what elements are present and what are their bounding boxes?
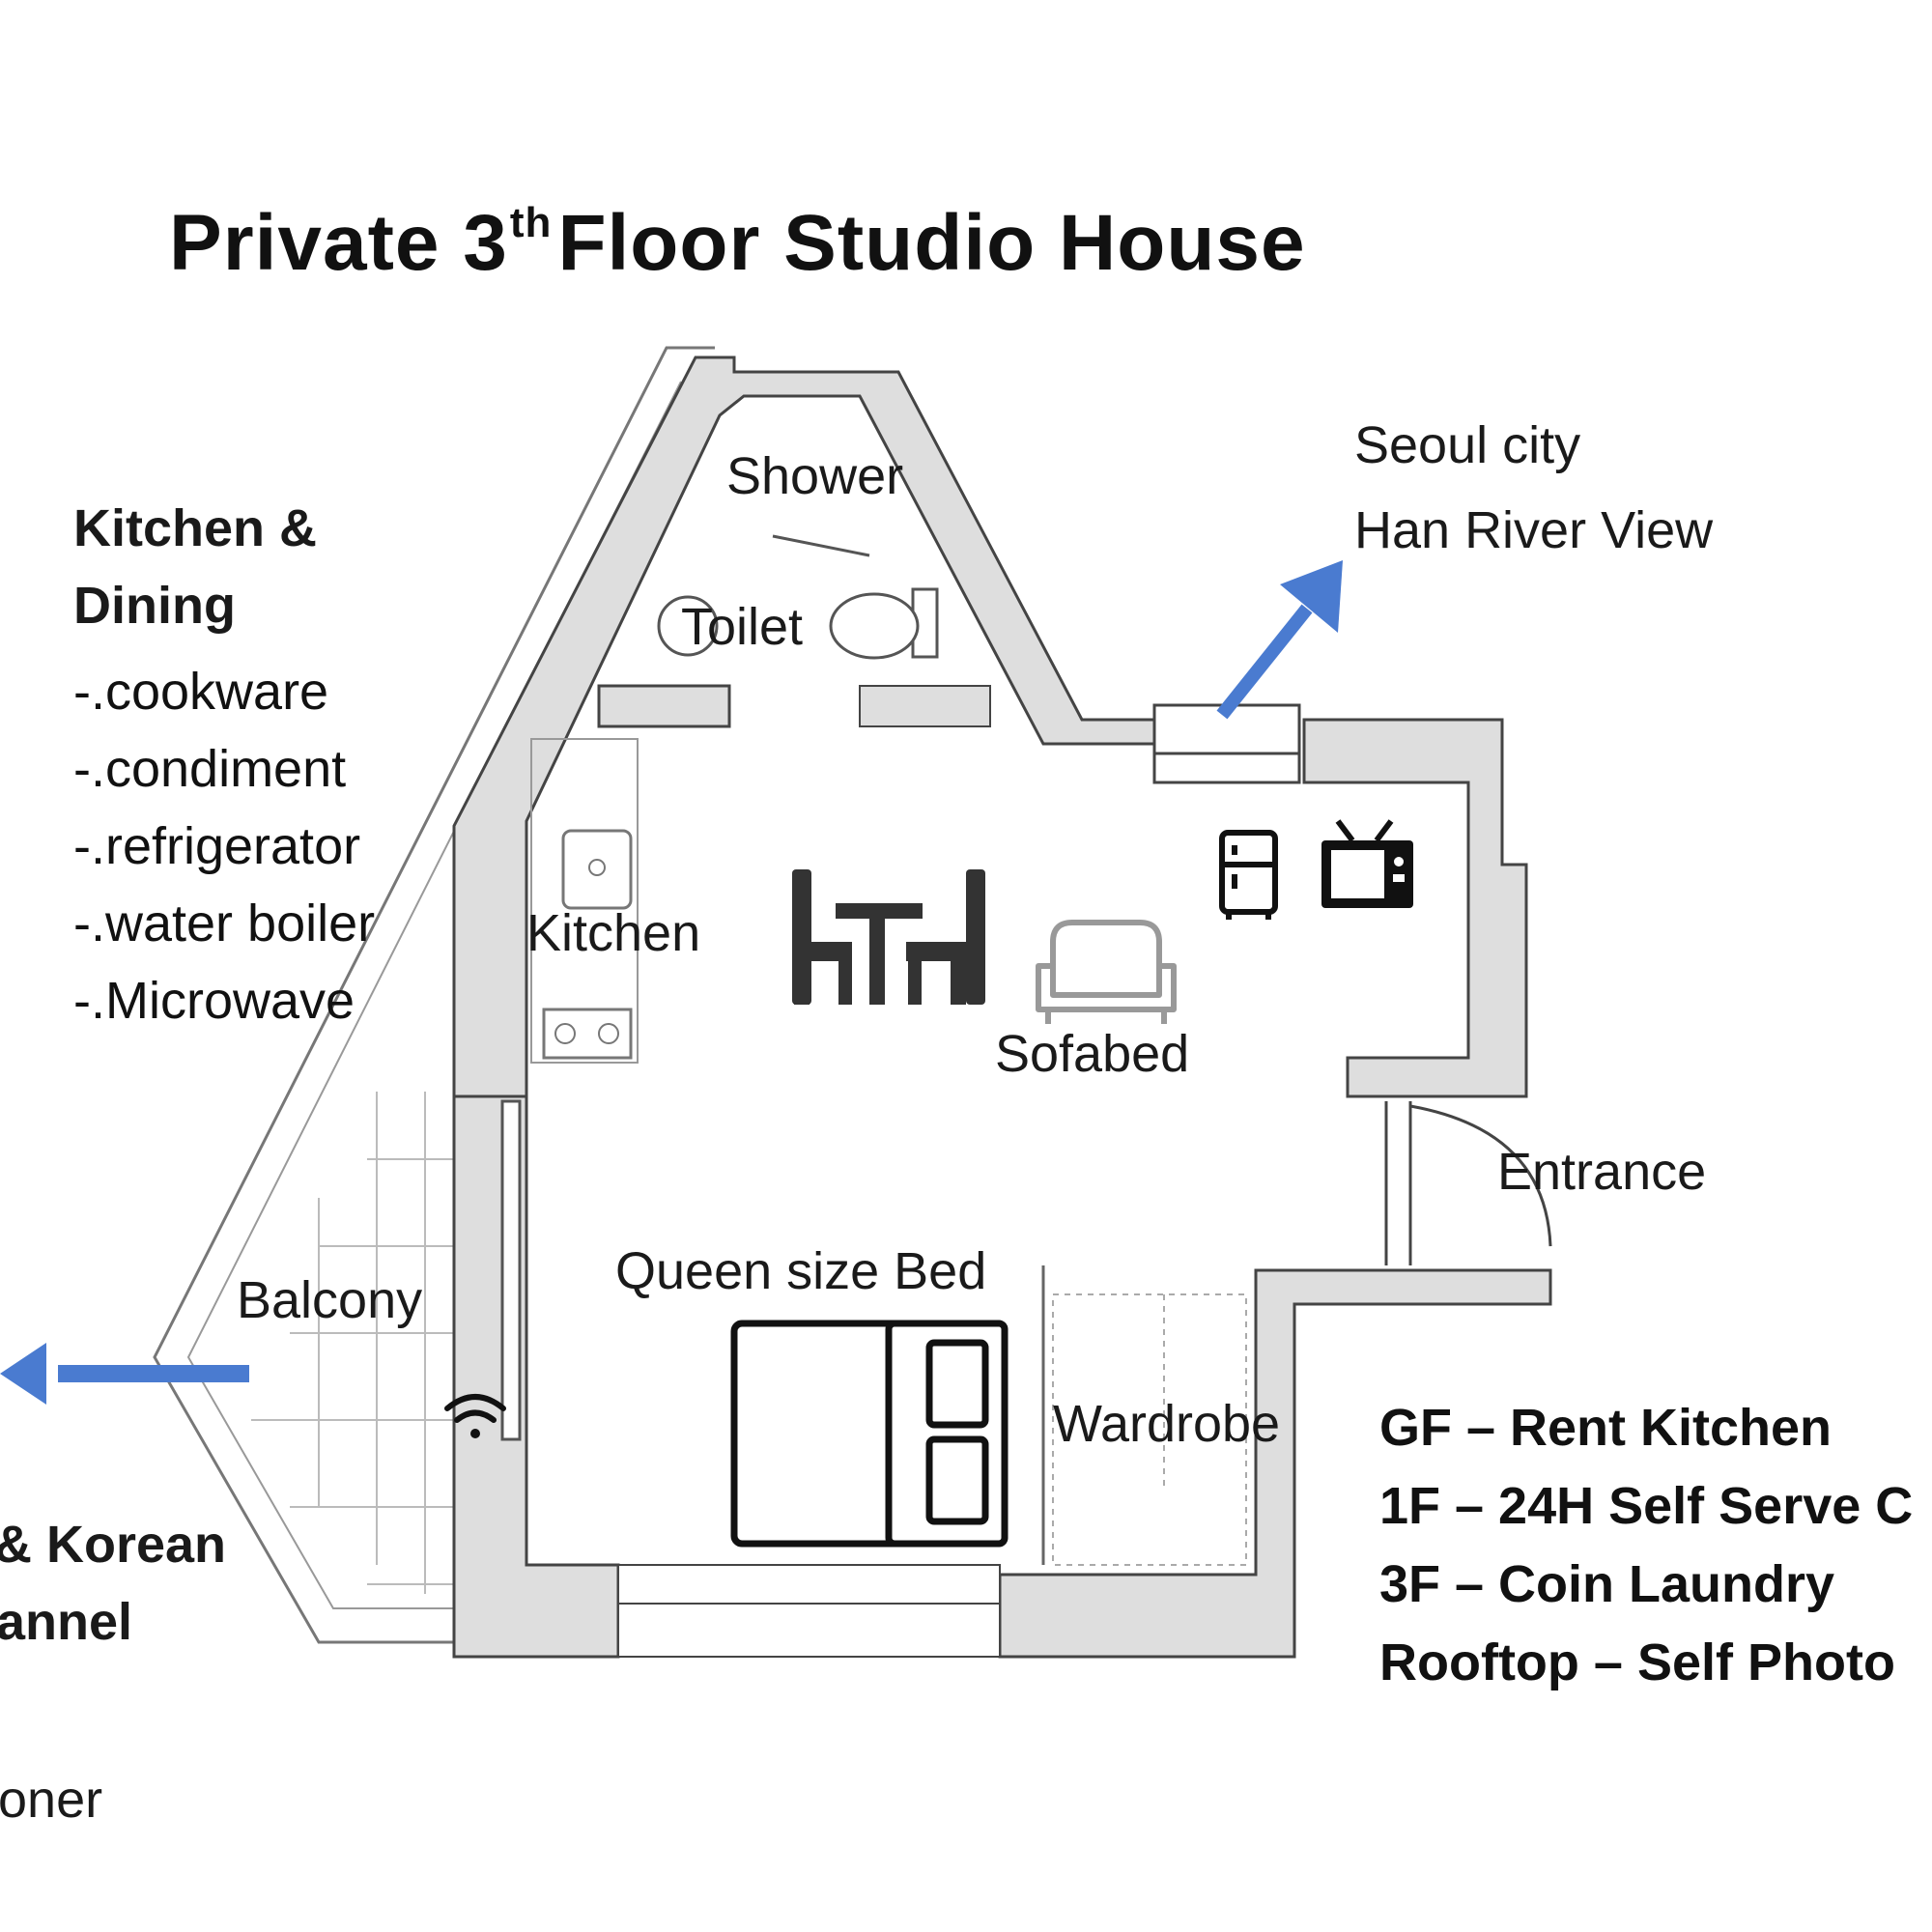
room-label-balcony: Balcony — [237, 1271, 423, 1329]
cutoff-text-line3: oner — [0, 1771, 103, 1829]
room-label-toilet: Toilet — [681, 598, 804, 656]
floor-item: Rooftop – Self Photo — [1379, 1634, 1895, 1691]
amenity-item: -.water boiler — [73, 895, 376, 952]
bed-icon — [730, 1320, 1009, 1548]
room-label-wardrobe: Wardrobe — [1053, 1395, 1281, 1453]
walls — [452, 355, 1552, 1659]
amenity-item: -.Microwave — [73, 972, 355, 1030]
view-line1: Seoul city — [1354, 416, 1581, 474]
room-label-sofabed: Sofabed — [995, 1025, 1190, 1083]
page-title: Private 3thFloor Studio House — [169, 198, 1306, 287]
room-label-entrance: Entrance — [1497, 1143, 1707, 1201]
amenity-item: -.condiment — [73, 740, 347, 798]
wifi-icon — [444, 1394, 506, 1438]
cutoff-text-line2: annel — [0, 1593, 133, 1651]
room-label-kitchen: Kitchen — [526, 904, 701, 962]
floor-item: 3F – Coin Laundry — [1379, 1555, 1835, 1613]
amenities-list: -.cookware -.condiment -.refrigerator -.… — [73, 653, 375, 1039]
entrance-door — [1384, 1101, 1552, 1265]
amenity-item: -.cookware — [73, 663, 329, 721]
tv-icon — [1321, 819, 1413, 908]
shower-icon — [772, 534, 870, 557]
sink-icon — [657, 595, 719, 657]
floor-item: 1F – 24H Self Serve C — [1379, 1477, 1914, 1535]
kitchen-counter — [530, 738, 639, 1064]
amenities-heading-line2: Dining — [73, 577, 236, 635]
amenity-item: -.refrigerator — [73, 817, 361, 875]
view-line2: Han River View — [1354, 501, 1714, 559]
floors-list: GF – Rent Kitchen 1F – 24H Self Serve C … — [1379, 1389, 1913, 1702]
dining-table-icon — [792, 869, 985, 1005]
floor-item: GF – Rent Kitchen — [1379, 1399, 1833, 1457]
amenities-heading-line1: Kitchen & — [73, 499, 318, 557]
wardrobe — [1052, 1293, 1247, 1566]
toilet-icon — [829, 587, 939, 660]
room-label-shower: Shower — [726, 447, 904, 505]
view-arrow — [1216, 560, 1343, 720]
balcony-arrow — [0, 1343, 249, 1405]
sofa-icon — [1036, 920, 1177, 1024]
room-label-bed: Queen size Bed — [615, 1242, 987, 1300]
cutoff-text-line1: & Korean — [0, 1516, 227, 1574]
refrigerator-icon — [1219, 830, 1278, 920]
